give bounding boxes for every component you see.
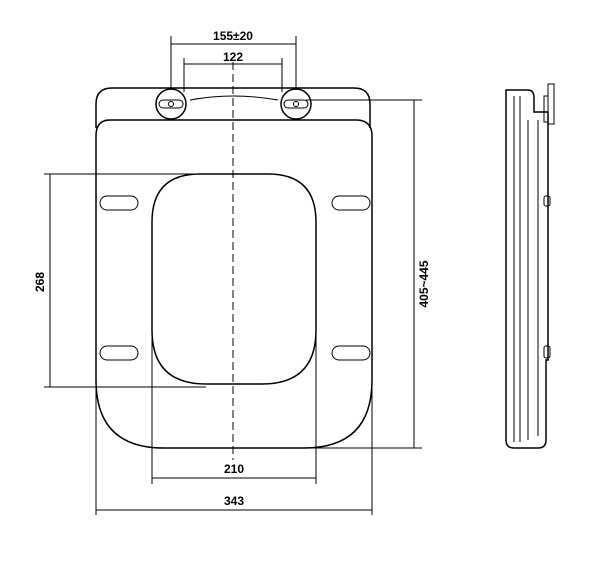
dim-inner-length: 268: [33, 173, 206, 388]
hinge-plate-inner-edge: [189, 95, 279, 101]
svg-text:210: 210: [224, 462, 244, 476]
svg-text:268: 268: [33, 272, 47, 292]
seat-opening: [151, 173, 317, 385]
svg-text:155±20: 155±20: [213, 29, 253, 43]
dim-hinge-spacing: 122: [183, 50, 283, 92]
svg-text:122: 122: [223, 50, 243, 64]
hinge-left: [155, 88, 187, 120]
dim-overall-length: 405~445: [306, 99, 431, 449]
dim-inner-width: 210: [151, 330, 317, 484]
svg-text:405~445: 405~445: [417, 260, 431, 307]
bumper-slot-bottom-right: [331, 345, 371, 361]
bumper-slot-bottom-left: [99, 345, 139, 361]
hinge-right: [280, 88, 312, 120]
svg-text:343: 343: [224, 494, 244, 508]
side-view: [505, 83, 555, 449]
seat-outline: [95, 119, 373, 449]
bumper-slot-top-left: [99, 195, 139, 211]
dim-hinge-range: 155±20: [170, 29, 297, 90]
bumper-slot-top-right: [331, 195, 371, 211]
dim-overall-width: 343: [95, 380, 373, 515]
